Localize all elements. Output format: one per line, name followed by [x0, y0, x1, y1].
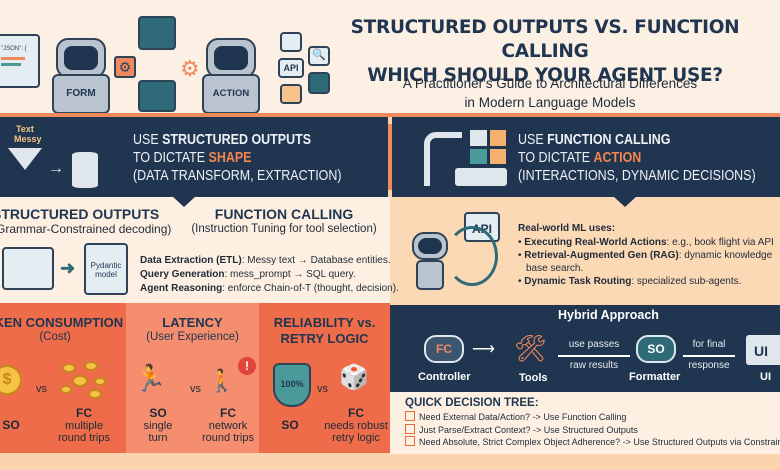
- example-item: Query Generation: mess_prompt → SQL quer…: [140, 269, 356, 280]
- pointer: [172, 196, 196, 207]
- database-icon: [70, 150, 100, 190]
- funnel-icon: Text Messy: [8, 124, 48, 170]
- pointer: [613, 196, 637, 207]
- function-band-text: USE FUNCTION CALLING TO DICTATE ACTION (…: [518, 132, 756, 184]
- code-window-icon: "JSON": {: [0, 34, 40, 88]
- example-item: Agent Reasoning: enforce Chain-of-T (tho…: [140, 283, 399, 294]
- so-formatter-icon: SO: [636, 335, 676, 363]
- text-window-icon: [2, 247, 54, 290]
- robot-icon: [412, 232, 448, 260]
- coin-icon: $: [0, 365, 22, 395]
- flow-window-icon: [138, 16, 176, 50]
- pydantic-model-icon: Pydantic model: [84, 243, 128, 295]
- search-icon: 🔍: [308, 46, 330, 66]
- shield-icon: 100%: [273, 363, 311, 407]
- api-icon: API: [278, 58, 304, 78]
- tools-icons: [470, 130, 506, 164]
- function-uses: Real-world ML uses: • Executing Real-Wor…: [518, 222, 780, 288]
- page-title: STRUCTURED OUTPUTS VS. FUNCTION CALLING …: [350, 17, 740, 86]
- divider: [388, 124, 392, 190]
- robot-action: [206, 38, 256, 78]
- robot-form-body: FORM: [52, 74, 110, 114]
- walking-person-icon: 🚶: [208, 368, 236, 393]
- page-subtitle: A Practitioner's Guide to Architectural …: [402, 76, 698, 110]
- decision-item: Just Parse/Extract Context? -> Use Struc…: [405, 423, 780, 437]
- structured-band-text: USE STRUCTURED OUTPUTS TO DICTATE SHAPE …: [133, 132, 342, 184]
- ui-window-icon: UI: [746, 335, 780, 365]
- alert-icon: !: [238, 357, 256, 375]
- use-item: • Dynamic Task Routing: specialized sub-…: [518, 276, 742, 287]
- cycle-arrow-icon: [446, 226, 498, 286]
- header-illustration: "JSON": { FORM ⚙ ⚙ ACTION API 🔍: [0, 0, 330, 114]
- control-panel-icon: [455, 168, 507, 186]
- step-label: Formatter: [629, 371, 681, 383]
- arrow-icon: ⟶: [472, 341, 495, 358]
- tools-icon: 🛠: [514, 333, 548, 363]
- structured-band: [0, 117, 388, 197]
- checkbox-icon: [405, 411, 415, 421]
- card-icon: [280, 84, 302, 104]
- calendar-icon: [280, 32, 302, 52]
- panel-token-consumption: TOKEN CONSUMPTION (Cost) $ vs SO FCmulti…: [0, 303, 126, 453]
- panel-reliability: RELIABILITY vs. RETRY LOGIC 100% vs 🎲 SO…: [259, 303, 390, 453]
- robot-form: [56, 38, 106, 78]
- step-label: Controller: [418, 371, 471, 383]
- decision-tree: QUICK DECISION TREE: Need External Data/…: [390, 392, 780, 454]
- running-person-icon: 🏃: [134, 363, 167, 393]
- checkbox-icon: [405, 436, 415, 446]
- function-heading: FUNCTION CALLING (Instruction Tuning for…: [191, 206, 377, 235]
- divider: [0, 113, 780, 117]
- decision-item: Need Absolute, Strict Complex Object Adh…: [405, 436, 780, 449]
- flow-diagram-icon: [138, 80, 176, 112]
- step-label: UI: [760, 371, 771, 383]
- structured-section: [0, 197, 390, 303]
- hybrid-panel: Hybrid Approach FC ⟶ 🛠 use passes raw re…: [390, 305, 780, 392]
- decision-item: Need External Data/Action? -> Use Functi…: [405, 411, 780, 424]
- function-examples: Data Extraction (ETL): Messy text → Data…: [140, 254, 399, 296]
- robot-body-icon: [416, 260, 444, 290]
- use-item: • Retrieval-Augmented Gen (RAG): dynamic…: [518, 250, 773, 274]
- arrow-icon: →: [48, 160, 64, 177]
- cog-icon: ⚙: [180, 56, 200, 81]
- checkbox-icon: [405, 423, 415, 434]
- robot-arm-icon: [424, 132, 462, 186]
- fc-controller-icon: FC: [424, 335, 464, 363]
- dice-wrench-icon: 🎲: [339, 364, 369, 391]
- arrow-icon: ➜: [60, 258, 76, 278]
- gear-icon: ⚙: [114, 56, 136, 78]
- robot-action-body: ACTION: [202, 74, 260, 114]
- use-item: • Executing Real-World Actions: e.g., bo…: [518, 237, 774, 248]
- cloud-icon: [308, 72, 330, 94]
- coins-pile-icon: [58, 361, 108, 401]
- example-item: Data Extraction (ETL): Messy text → Data…: [140, 255, 391, 266]
- step-label: Tools: [519, 372, 548, 384]
- structured-heading: STRUCTURED OUTPUTS (Grammar-Constrained …: [0, 206, 172, 236]
